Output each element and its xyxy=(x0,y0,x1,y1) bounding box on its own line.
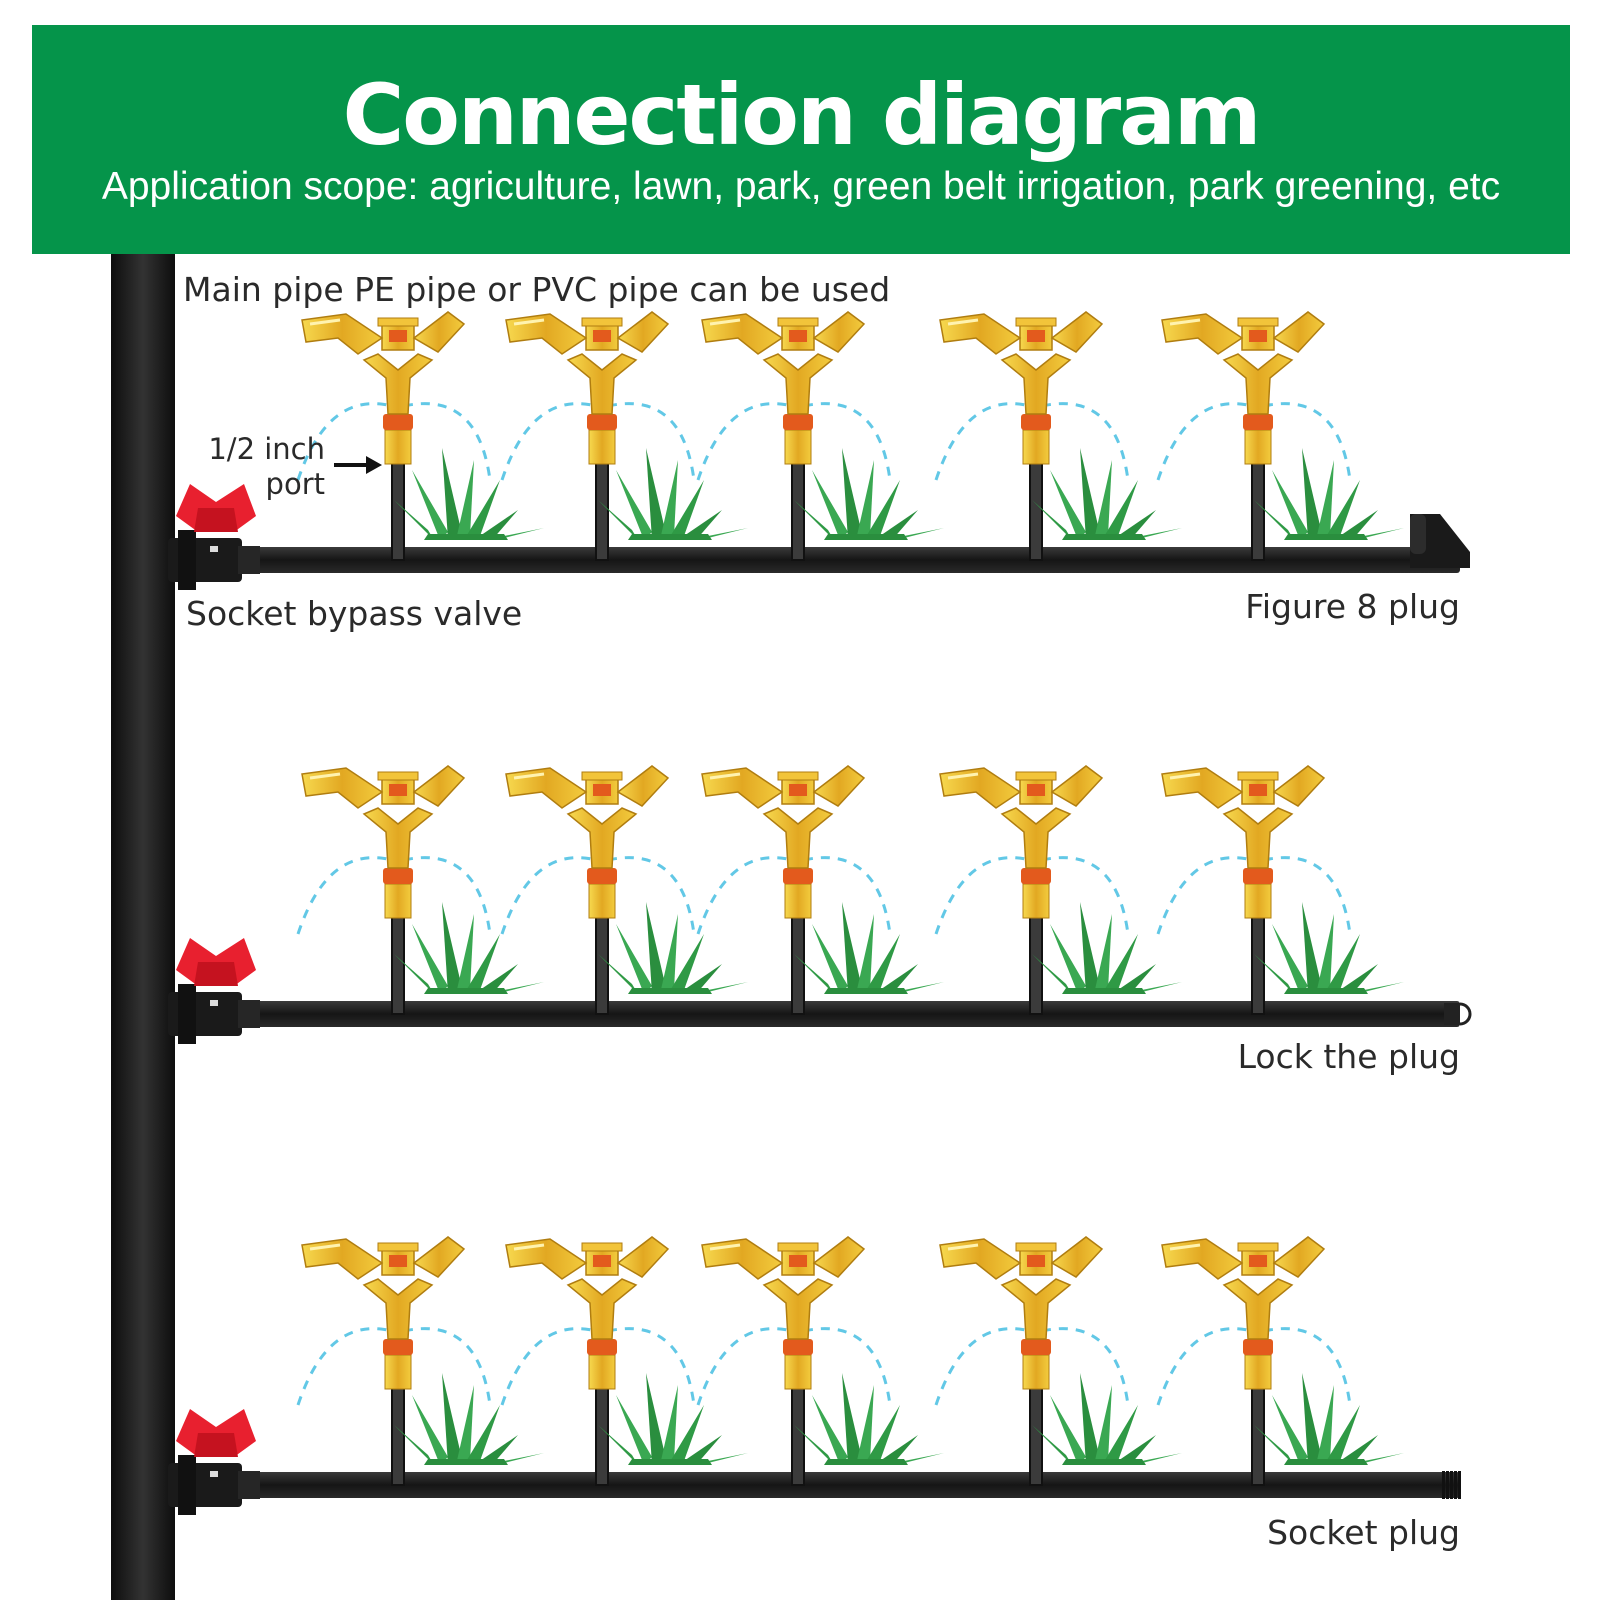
grass-icon xyxy=(794,448,944,540)
lock-plug-icon xyxy=(1444,1002,1472,1026)
branch-row xyxy=(168,310,1470,590)
port-label: 1/2 inch port xyxy=(200,432,325,502)
spray-arc xyxy=(1041,1327,1130,1406)
spray-arc xyxy=(696,1327,793,1406)
grass-icon xyxy=(598,902,748,994)
spray-arc xyxy=(803,856,892,935)
spray-arc xyxy=(1156,856,1253,935)
spray-arc xyxy=(500,1327,597,1406)
bypass-valve-icon xyxy=(168,938,260,1044)
spray-arc xyxy=(934,1327,1031,1406)
grass-icon xyxy=(1032,448,1182,540)
spray-arc xyxy=(607,856,696,935)
grass-icon xyxy=(1254,902,1404,994)
spray-arc xyxy=(607,1327,696,1406)
spray-arc xyxy=(696,856,793,935)
spray-arc xyxy=(1156,1327,1253,1406)
spray-arc xyxy=(1041,856,1130,935)
port-label-line2: port xyxy=(265,466,325,501)
grass-icon xyxy=(394,902,544,994)
grass-icon xyxy=(1032,902,1182,994)
spray-arc xyxy=(403,402,492,481)
valve-label: Socket bypass valve xyxy=(186,594,523,633)
header-banner: Connection diagram Application scope: ag… xyxy=(32,25,1570,254)
port-label-line1: 1/2 inch xyxy=(208,432,325,466)
page-subtitle: Application scope: agriculture, lawn, pa… xyxy=(101,165,1501,208)
socket-plug-icon xyxy=(1442,1471,1461,1499)
spray-arc xyxy=(296,402,393,481)
grass-icon xyxy=(1032,1373,1182,1465)
spray-arc xyxy=(1263,1327,1352,1406)
grass-icon xyxy=(794,1373,944,1465)
bypass-valve-icon xyxy=(168,1409,260,1515)
spray-arc xyxy=(296,856,393,935)
spray-arc xyxy=(803,402,892,481)
spray-arc xyxy=(1263,856,1352,935)
branch-pipe xyxy=(175,547,1460,573)
page-title: Connection diagram xyxy=(342,66,1262,164)
branch-pipe xyxy=(175,1472,1460,1498)
main-pipe xyxy=(111,254,175,1600)
spray-arc xyxy=(803,1327,892,1406)
spray-arc xyxy=(403,856,492,935)
main-pipe-label: Main pipe PE pipe or PVC pipe can be use… xyxy=(183,270,891,309)
spray-arc xyxy=(607,402,696,481)
spray-arc xyxy=(1041,402,1130,481)
spray-arc xyxy=(934,856,1031,935)
branch-row xyxy=(168,1235,1461,1515)
spray-arc xyxy=(296,1327,393,1406)
spray-arc xyxy=(500,856,597,935)
grass-icon xyxy=(1254,1373,1404,1465)
spray-arc xyxy=(1263,402,1352,481)
socket-plug-label: Socket plug xyxy=(1267,1513,1460,1552)
figure-8-plug-label: Figure 8 plug xyxy=(1245,587,1460,626)
lock-plug-label: Lock the plug xyxy=(1237,1037,1460,1076)
grass-icon xyxy=(598,448,748,540)
grass-icon xyxy=(394,1373,544,1465)
spray-arc xyxy=(696,402,793,481)
grass-icon xyxy=(794,902,944,994)
branch-row xyxy=(168,764,1472,1044)
port-arrow xyxy=(334,456,382,474)
grass-icon xyxy=(394,448,544,540)
spray-arc xyxy=(500,402,597,481)
grass-icon xyxy=(1254,448,1404,540)
grass-icon xyxy=(598,1373,748,1465)
spray-arc xyxy=(403,1327,492,1406)
branch-pipe xyxy=(175,1001,1460,1027)
figure-8-plug-icon xyxy=(1410,514,1470,568)
spray-arc xyxy=(1156,402,1253,481)
spray-arc xyxy=(934,402,1031,481)
